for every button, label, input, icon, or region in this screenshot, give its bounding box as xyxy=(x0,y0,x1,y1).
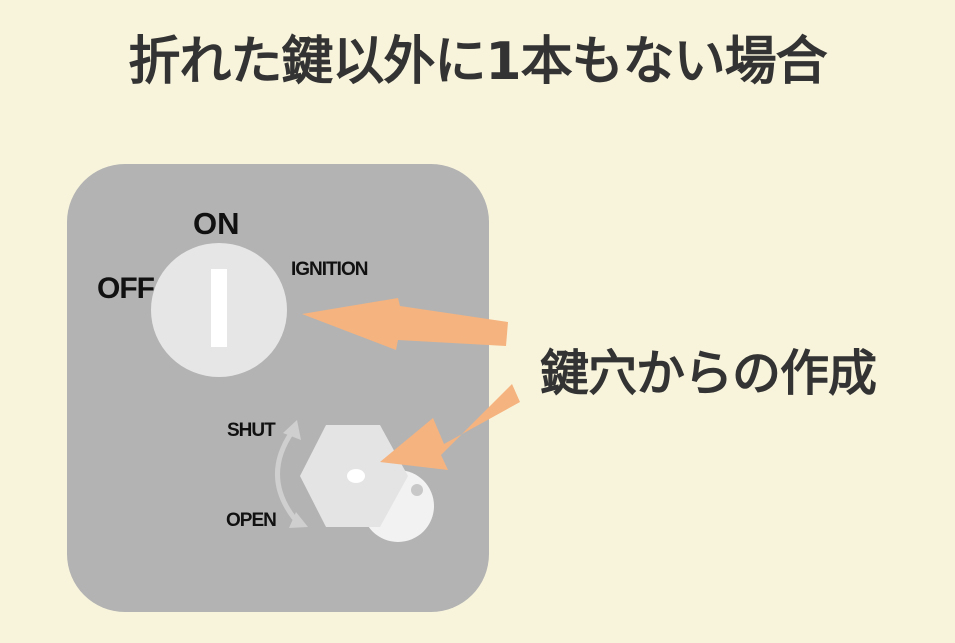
rotation-arc xyxy=(275,429,297,521)
off-label: OFF xyxy=(97,272,155,305)
callout-label: 鍵穴からの作成 xyxy=(540,345,877,402)
ignition-panel xyxy=(67,164,489,612)
page-title: 折れた鍵以外に1本もない場合 xyxy=(128,32,827,92)
rotation-arrow-down-icon xyxy=(289,512,308,528)
on-label: ON xyxy=(193,206,240,241)
shut-label: SHUT xyxy=(227,420,276,441)
rotation-arrow-up-icon xyxy=(283,420,301,440)
shutter-hole xyxy=(347,469,365,483)
shutter-disc-dot xyxy=(411,484,423,496)
arrow-to-shutter-icon xyxy=(380,384,520,470)
arrow-to-ignition-icon xyxy=(302,298,508,350)
open-label: OPEN xyxy=(226,510,277,531)
ignition-keyhole xyxy=(211,269,227,347)
ignition-label: IGNITION xyxy=(291,259,368,280)
